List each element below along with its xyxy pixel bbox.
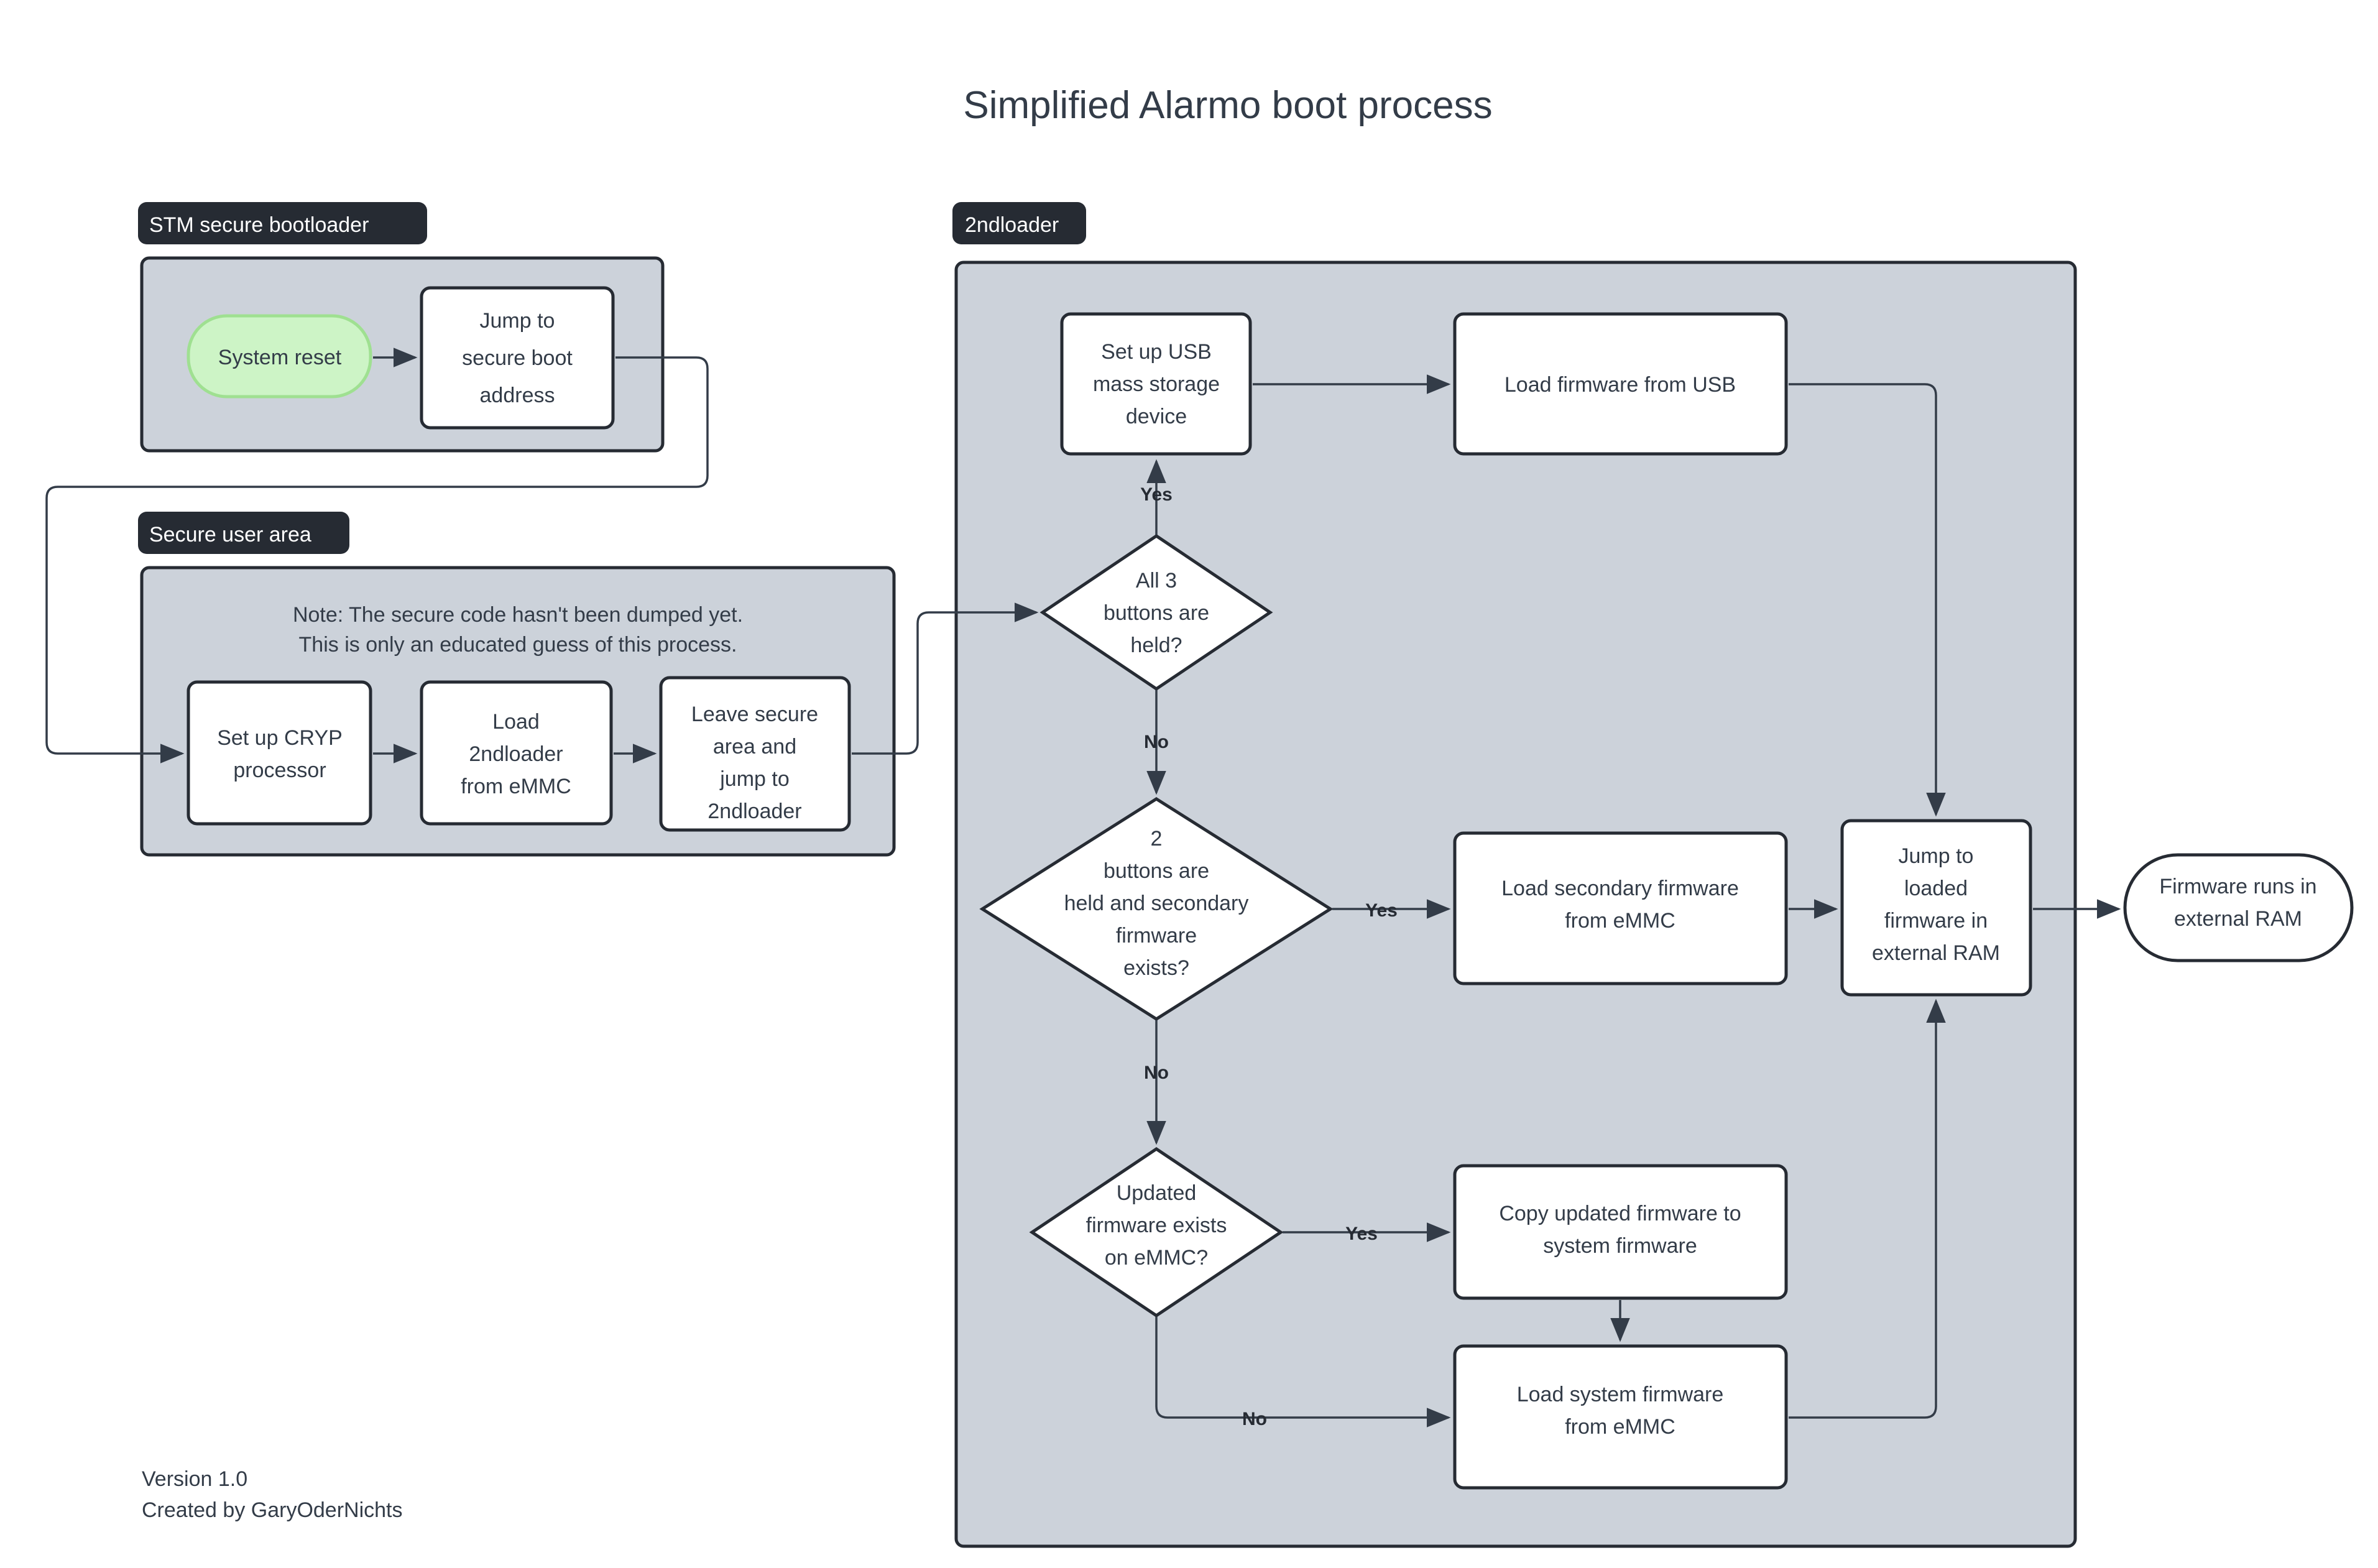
node-setup-usb-l3: device — [1126, 405, 1187, 428]
node-jump-loaded-l4: external RAM — [1872, 941, 2000, 965]
node-setup-cryp-l2: processor — [233, 759, 326, 782]
node-load-fw-usb-label: Load firmware from USB — [1505, 373, 1736, 397]
cluster-label-stm: STM secure bootloader — [149, 213, 369, 237]
node-decision-all-3-buttons[interactable] — [1039, 533, 1273, 691]
node-two-l5: exists? — [1123, 956, 1189, 980]
node-fw-runs-l1: Firmware runs in — [2159, 875, 2316, 898]
edge-updated-no-to-loadsystem — [1155, 1317, 1451, 1427]
node-two-l3: held and secondary — [1064, 892, 1249, 915]
node-setup-usb-l1: Set up USB — [1101, 340, 1212, 364]
node-load-secondary-l2: from eMMC — [1565, 909, 1675, 933]
node-decision-two-buttons-secondary[interactable] — [979, 797, 1334, 1021]
node-jump-secure-boot-address[interactable] — [420, 286, 615, 430]
node-load-secondary-firmware[interactable] — [1453, 831, 1788, 985]
node-jump-loaded-l2: loaded — [1904, 877, 1968, 900]
node-all3-l1: All 3 — [1136, 569, 1177, 593]
edge-label-no-updated: No — [1242, 1409, 1267, 1429]
node-leave-secure-l1: Leave secure — [691, 703, 818, 726]
node-load-2ndloader-l1: Load — [492, 710, 540, 734]
node-jump-loaded-firmware[interactable] — [1840, 819, 2032, 997]
node-setup-cryp-l1: Set up CRYP — [217, 726, 343, 750]
node-copy-updated-l2: system firmware — [1543, 1234, 1697, 1258]
node-all3-l2: buttons are — [1104, 601, 1209, 625]
page-title: Simplified Alarmo boot process — [963, 84, 1492, 127]
node-updated-l2: firmware exists — [1086, 1214, 1227, 1237]
cluster-label-2ndloader: 2ndloader — [965, 213, 1059, 237]
node-leave-secure-l4: 2ndloader — [707, 800, 801, 823]
node-leave-secure-l2: area and — [713, 735, 796, 759]
node-load-system-l2: from eMMC — [1565, 1415, 1675, 1439]
footer-author: Created by GaryOderNichts — [142, 1498, 403, 1522]
node-jump-secure-boot-l1: Jump to — [480, 309, 555, 333]
edge-label-yes-updated: Yes — [1345, 1224, 1378, 1244]
node-two-l4: firmware — [1116, 924, 1197, 948]
node-system-reset[interactable] — [187, 314, 372, 399]
node-fw-runs-l2: external RAM — [2174, 907, 2302, 931]
node-load-system-firmware[interactable] — [1453, 1344, 1788, 1490]
node-setup-usb-l2: mass storage — [1093, 372, 1220, 396]
node-leave-secure-area[interactable] — [659, 676, 851, 832]
node-jump-secure-boot-l2: secure boot — [462, 346, 573, 370]
node-load-secondary-l1: Load secondary firmware — [1501, 877, 1739, 900]
node-firmware-runs-external-ram[interactable] — [2123, 853, 2354, 962]
node-decision-updated-firmware[interactable] — [1029, 1146, 1284, 1318]
node-setup-usb-mass-storage[interactable] — [1060, 312, 1252, 456]
node-all3-l3: held? — [1130, 634, 1182, 657]
node-system-reset-label: System reset — [218, 346, 342, 369]
edge-label-no-two: No — [1144, 1063, 1169, 1083]
cluster-label-secure: Secure user area — [149, 523, 311, 546]
node-updated-l3: on eMMC? — [1105, 1246, 1208, 1270]
node-updated-l1: Updated — [1117, 1181, 1197, 1205]
footer-version: Version 1.0 — [142, 1467, 247, 1491]
node-jump-secure-boot-l3: address — [480, 384, 555, 407]
node-two-l1: 2 — [1151, 827, 1163, 851]
edge-loadusb-to-jumploaded — [1789, 383, 1946, 817]
edge-label-no-all3: No — [1144, 732, 1169, 752]
node-copy-updated-firmware[interactable] — [1453, 1164, 1788, 1300]
cluster-label-bg-stm — [138, 202, 427, 244]
cluster-label-bg-secure — [138, 512, 349, 554]
node-load-firmware-from-usb[interactable] — [1453, 312, 1788, 456]
node-jump-loaded-l3: firmware in — [1884, 909, 1988, 933]
edge-label-yes-secondary: Yes — [1365, 900, 1398, 921]
node-jump-loaded-l1: Jump to — [1899, 844, 1974, 868]
edge-loadsystem-to-jumploaded — [1789, 998, 1946, 1419]
edge-leavesecure-to-all3 — [852, 602, 1039, 755]
edge-jumpsecure-to-cryp — [45, 356, 709, 763]
edge-label-yes-usb: Yes — [1140, 484, 1173, 505]
node-setup-cryp-processor[interactable] — [187, 680, 372, 826]
node-load-2ndloader-l2: 2ndloader — [469, 742, 563, 766]
node-load-2ndloader-from-emmc[interactable] — [420, 680, 613, 826]
node-load-2ndloader-l3: from eMMC — [461, 775, 571, 798]
node-leave-secure-l3: jump to — [719, 767, 790, 791]
cluster-label-bg-2ndloader — [952, 202, 1086, 244]
node-two-l2: buttons are — [1104, 859, 1209, 883]
note-line-1: Note: The secure code hasn't been dumped… — [293, 603, 743, 627]
node-copy-updated-l1: Copy updated firmware to — [1499, 1202, 1741, 1225]
note-line-2: This is only an educated guess of this p… — [299, 633, 737, 657]
node-load-system-l1: Load system firmware — [1517, 1383, 1724, 1406]
